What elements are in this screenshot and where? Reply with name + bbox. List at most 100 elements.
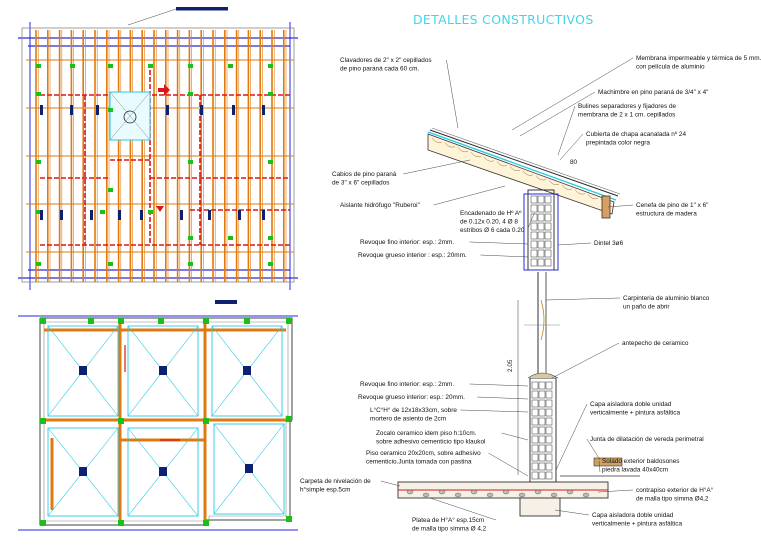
label-carpinteria: un paño de abrir: [623, 304, 670, 311]
aggregate: [422, 492, 430, 498]
beam-marker: [40, 105, 43, 115]
aggregate: [534, 489, 542, 495]
brick-cell: [538, 426, 546, 435]
label-ladrillo: L°C°H° de 12x18x33cm, sobre: [370, 406, 457, 414]
leader-line: [501, 432, 529, 441]
column-block: [108, 262, 113, 266]
foundation-plan: [18, 315, 298, 531]
beam-marker: [96, 105, 99, 115]
foundation-post: [244, 318, 250, 324]
aggregate: [406, 489, 414, 495]
brick-cell: [537, 195, 545, 204]
label-clavadores: de pino paraná cada 60 cm.: [340, 66, 419, 73]
column-block: [36, 262, 41, 266]
brick-cell: [544, 222, 552, 231]
label-encadenado: de 0.12x 0.20, 4 Ø 8: [460, 219, 518, 226]
brick-cell: [545, 426, 553, 435]
brick-cell: [538, 462, 546, 471]
brick-cell: [545, 471, 553, 480]
brick-cell: [530, 204, 538, 213]
brick-cell: [531, 426, 539, 435]
beam-marker: [238, 210, 241, 220]
label-membrana: con película de aluminio: [636, 64, 705, 71]
leader-line: [557, 105, 576, 156]
brick-cell: [531, 435, 539, 444]
label-dintel: Dintel 3ø6: [594, 240, 624, 247]
column-block: [100, 210, 105, 214]
column-block: [268, 160, 273, 164]
brick-cell: [537, 204, 545, 213]
leader-line: [551, 342, 620, 379]
foundation-post: [203, 418, 209, 424]
leader-line: [127, 8, 177, 26]
drain-marker: [159, 467, 167, 476]
brick-cell: [544, 204, 552, 213]
beam-marker: [118, 210, 121, 220]
label-cenefa: estructura de madera: [636, 211, 697, 218]
sheet-line: [431, 127, 621, 195]
tank-circle: [123, 110, 137, 124]
wood-grain: [574, 189, 586, 195]
foundation-post: [158, 318, 164, 324]
column-block: [36, 210, 41, 214]
column-block: [148, 210, 153, 214]
leader-line: [598, 460, 601, 473]
brick-cell: [538, 417, 546, 426]
brick-cell: [538, 453, 546, 462]
wood-grain: [561, 184, 573, 190]
beam-marker: [70, 105, 73, 115]
label-capa_1: Capa aisladora doble unidad: [590, 401, 672, 408]
label-ladrillo: mortero de asiento de 2cm: [370, 416, 446, 423]
leader-line: [480, 254, 529, 258]
wood-grain: [444, 142, 456, 148]
brick-cell: [544, 240, 552, 249]
footing: [519, 497, 561, 517]
aggregate: [518, 492, 526, 498]
label-zocalo: sobre adhesivo cementicio tipo klaukol: [376, 439, 485, 446]
wood-grain: [483, 156, 495, 162]
leader-line: [527, 212, 535, 229]
wood-grain: [509, 166, 521, 171]
brick-cell: [530, 222, 538, 231]
column-block: [188, 262, 193, 266]
brick-cell: [531, 408, 539, 417]
wood-grain: [431, 137, 443, 143]
label-revoque_grueso_1: Revoque grueso interior : esp.: 20mm.: [358, 252, 467, 259]
beam-marker: [166, 105, 169, 115]
beam-marker: [60, 210, 63, 220]
brick-cell: [531, 453, 539, 462]
wood-grain: [548, 180, 560, 186]
brick-cell: [531, 462, 539, 471]
column-block: [188, 160, 193, 164]
brick-cell: [530, 213, 538, 222]
column-block: [268, 92, 273, 96]
slab-panel: [213, 423, 285, 515]
label-carpinteria: Carpinteria de aluminio blanco: [623, 295, 710, 302]
leader-line: [403, 159, 471, 175]
drain-marker: [159, 366, 167, 375]
label-platea: de malla tipo simma Ø 4,2: [412, 526, 487, 533]
aggregate: [438, 489, 446, 495]
column-block: [36, 92, 41, 96]
leader-line: [460, 409, 529, 413]
wood-grain: [470, 151, 482, 157]
brick-cell: [538, 399, 546, 408]
label-cenefa: Cenefa de pino de 1" x 6": [636, 202, 708, 209]
drawing-title: DETALLES CONSTRUCTIVOS: [413, 12, 594, 27]
brick-cell: [531, 444, 539, 453]
leader-line: [469, 383, 529, 387]
label-contrapiso: contrapiso exterior de H°A°: [636, 486, 714, 494]
dimension-text: 2.05: [507, 359, 514, 372]
brick-cell: [545, 390, 553, 399]
label-platea: Platea de H°A° esp.15cm: [412, 516, 484, 524]
drain-marker: [79, 467, 87, 476]
beam-marker: [90, 210, 93, 220]
brick-cell: [538, 444, 546, 453]
tank-diag: [109, 91, 151, 141]
column-block: [188, 92, 193, 96]
label-junta: Junta de dilatación de vereda perimetral: [590, 436, 704, 443]
label-clavadores: Clavadores de 2" x 2" cepillados: [340, 57, 432, 64]
brick-cell: [537, 222, 545, 231]
